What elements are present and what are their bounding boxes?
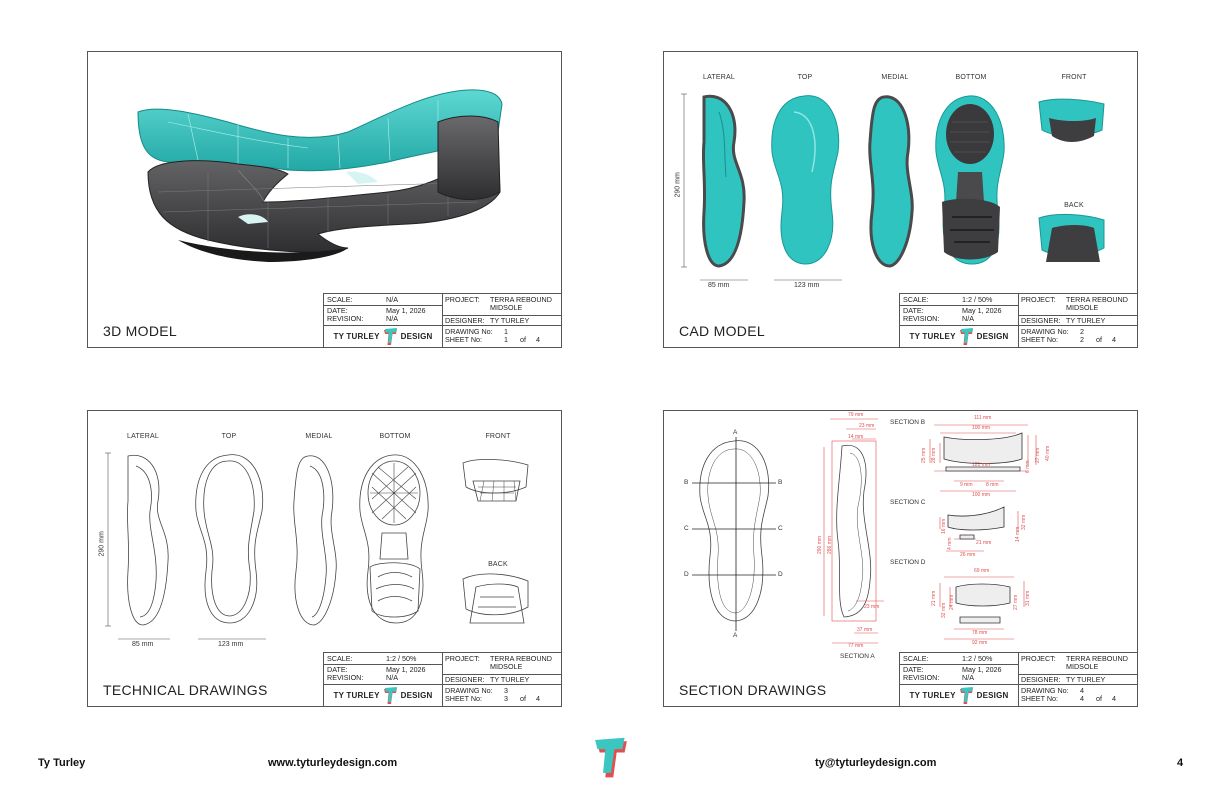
sheet-title: CAD MODEL	[679, 323, 765, 339]
title-block: SCALE: N/A DATE: May 1, 2026 REVISION: N…	[323, 293, 561, 347]
view-label-top: TOP	[797, 74, 813, 81]
sheet-cad-model: LATERAL TOP MEDIAL BOTTOM FRONT BACK 290…	[663, 51, 1138, 348]
page-number: 4	[1177, 757, 1184, 769]
scale-value: 1:2 / 50%	[962, 654, 993, 663]
dim-width-top: 123 mm	[218, 641, 244, 648]
view-label-back: BACK	[488, 561, 508, 568]
section-a-label: SECTION A	[840, 653, 875, 660]
designer-logo: TY TURLEY DESIGN	[900, 685, 1018, 706]
section-c-label: SECTION C	[890, 499, 926, 506]
sheet-technical-drawings: LATERAL TOP MEDIAL BOTTOM FRONT BACK	[87, 410, 562, 707]
designer-logo: TY TURLEY DESIGN	[324, 326, 442, 347]
title-block: SCALE: 1:2 / 50% DATE: May 1, 2026 REVIS…	[323, 652, 561, 706]
view-label-front: FRONT	[485, 433, 511, 440]
t-logo-icon	[959, 328, 973, 345]
view-label-back: BACK	[1064, 202, 1084, 209]
dim-width-lateral: 85 mm	[132, 641, 154, 648]
brand-t-logo-icon	[595, 737, 627, 778]
sheet-title: SECTION DRAWINGS	[679, 682, 827, 698]
scale-value: 1:2 / 50%	[962, 295, 993, 304]
view-label-front: FRONT	[1061, 74, 1087, 81]
footer-name: Ty Turley	[38, 757, 86, 769]
section-b-label: SECTION B	[890, 419, 926, 426]
title-block: SCALE: 1:2 / 50% DATE: May 1, 2026 REVIS…	[899, 652, 1137, 706]
dim-width-lateral: 85 mm	[708, 282, 730, 289]
sheet-3d-model: 3D MODEL SCALE: N/A DATE: May 1, 2026 RE…	[87, 51, 562, 348]
footer-website[interactable]: www.tyturleydesign.com	[268, 757, 398, 769]
view-label-bottom: BOTTOM	[379, 433, 411, 440]
technical-line-drawings	[105, 452, 529, 640]
scale-value: N/A	[386, 295, 398, 304]
midsole-3d-render	[137, 89, 503, 262]
section-drawings	[692, 418, 1037, 644]
scale-value: 1:2 / 50%	[386, 654, 417, 663]
sheet-title: TECHNICAL DRAWINGS	[103, 682, 268, 698]
t-logo-icon	[383, 687, 397, 704]
section-d-label: SECTION D	[890, 559, 926, 566]
t-logo-icon	[383, 328, 397, 345]
view-label-bottom: BOTTOM	[955, 74, 987, 81]
t-logo-icon	[959, 687, 973, 704]
title-block: SCALE: 1:2 / 50% DATE: May 1, 2026 REVIS…	[899, 293, 1137, 347]
dim-length: 290 mm	[98, 531, 106, 557]
dim-length: 290 mm	[674, 172, 682, 198]
view-label-top: TOP	[221, 433, 237, 440]
view-label-medial: MEDIAL	[305, 433, 333, 440]
view-label-lateral: LATERAL	[702, 74, 735, 81]
view-label-lateral: LATERAL	[126, 433, 159, 440]
dim-width-top: 123 mm	[794, 282, 820, 289]
cad-views	[681, 93, 1105, 281]
designer-logo: TY TURLEY DESIGN	[324, 685, 442, 706]
view-label-medial: MEDIAL	[881, 74, 909, 81]
designer-logo: TY TURLEY DESIGN	[900, 326, 1018, 347]
sheet-title: 3D MODEL	[103, 323, 177, 339]
sheet-section-drawings: A A B B C C D D SECTION A SECTION B SECT…	[663, 410, 1138, 707]
footer-email[interactable]: ty@tyturleydesign.com	[815, 757, 937, 769]
